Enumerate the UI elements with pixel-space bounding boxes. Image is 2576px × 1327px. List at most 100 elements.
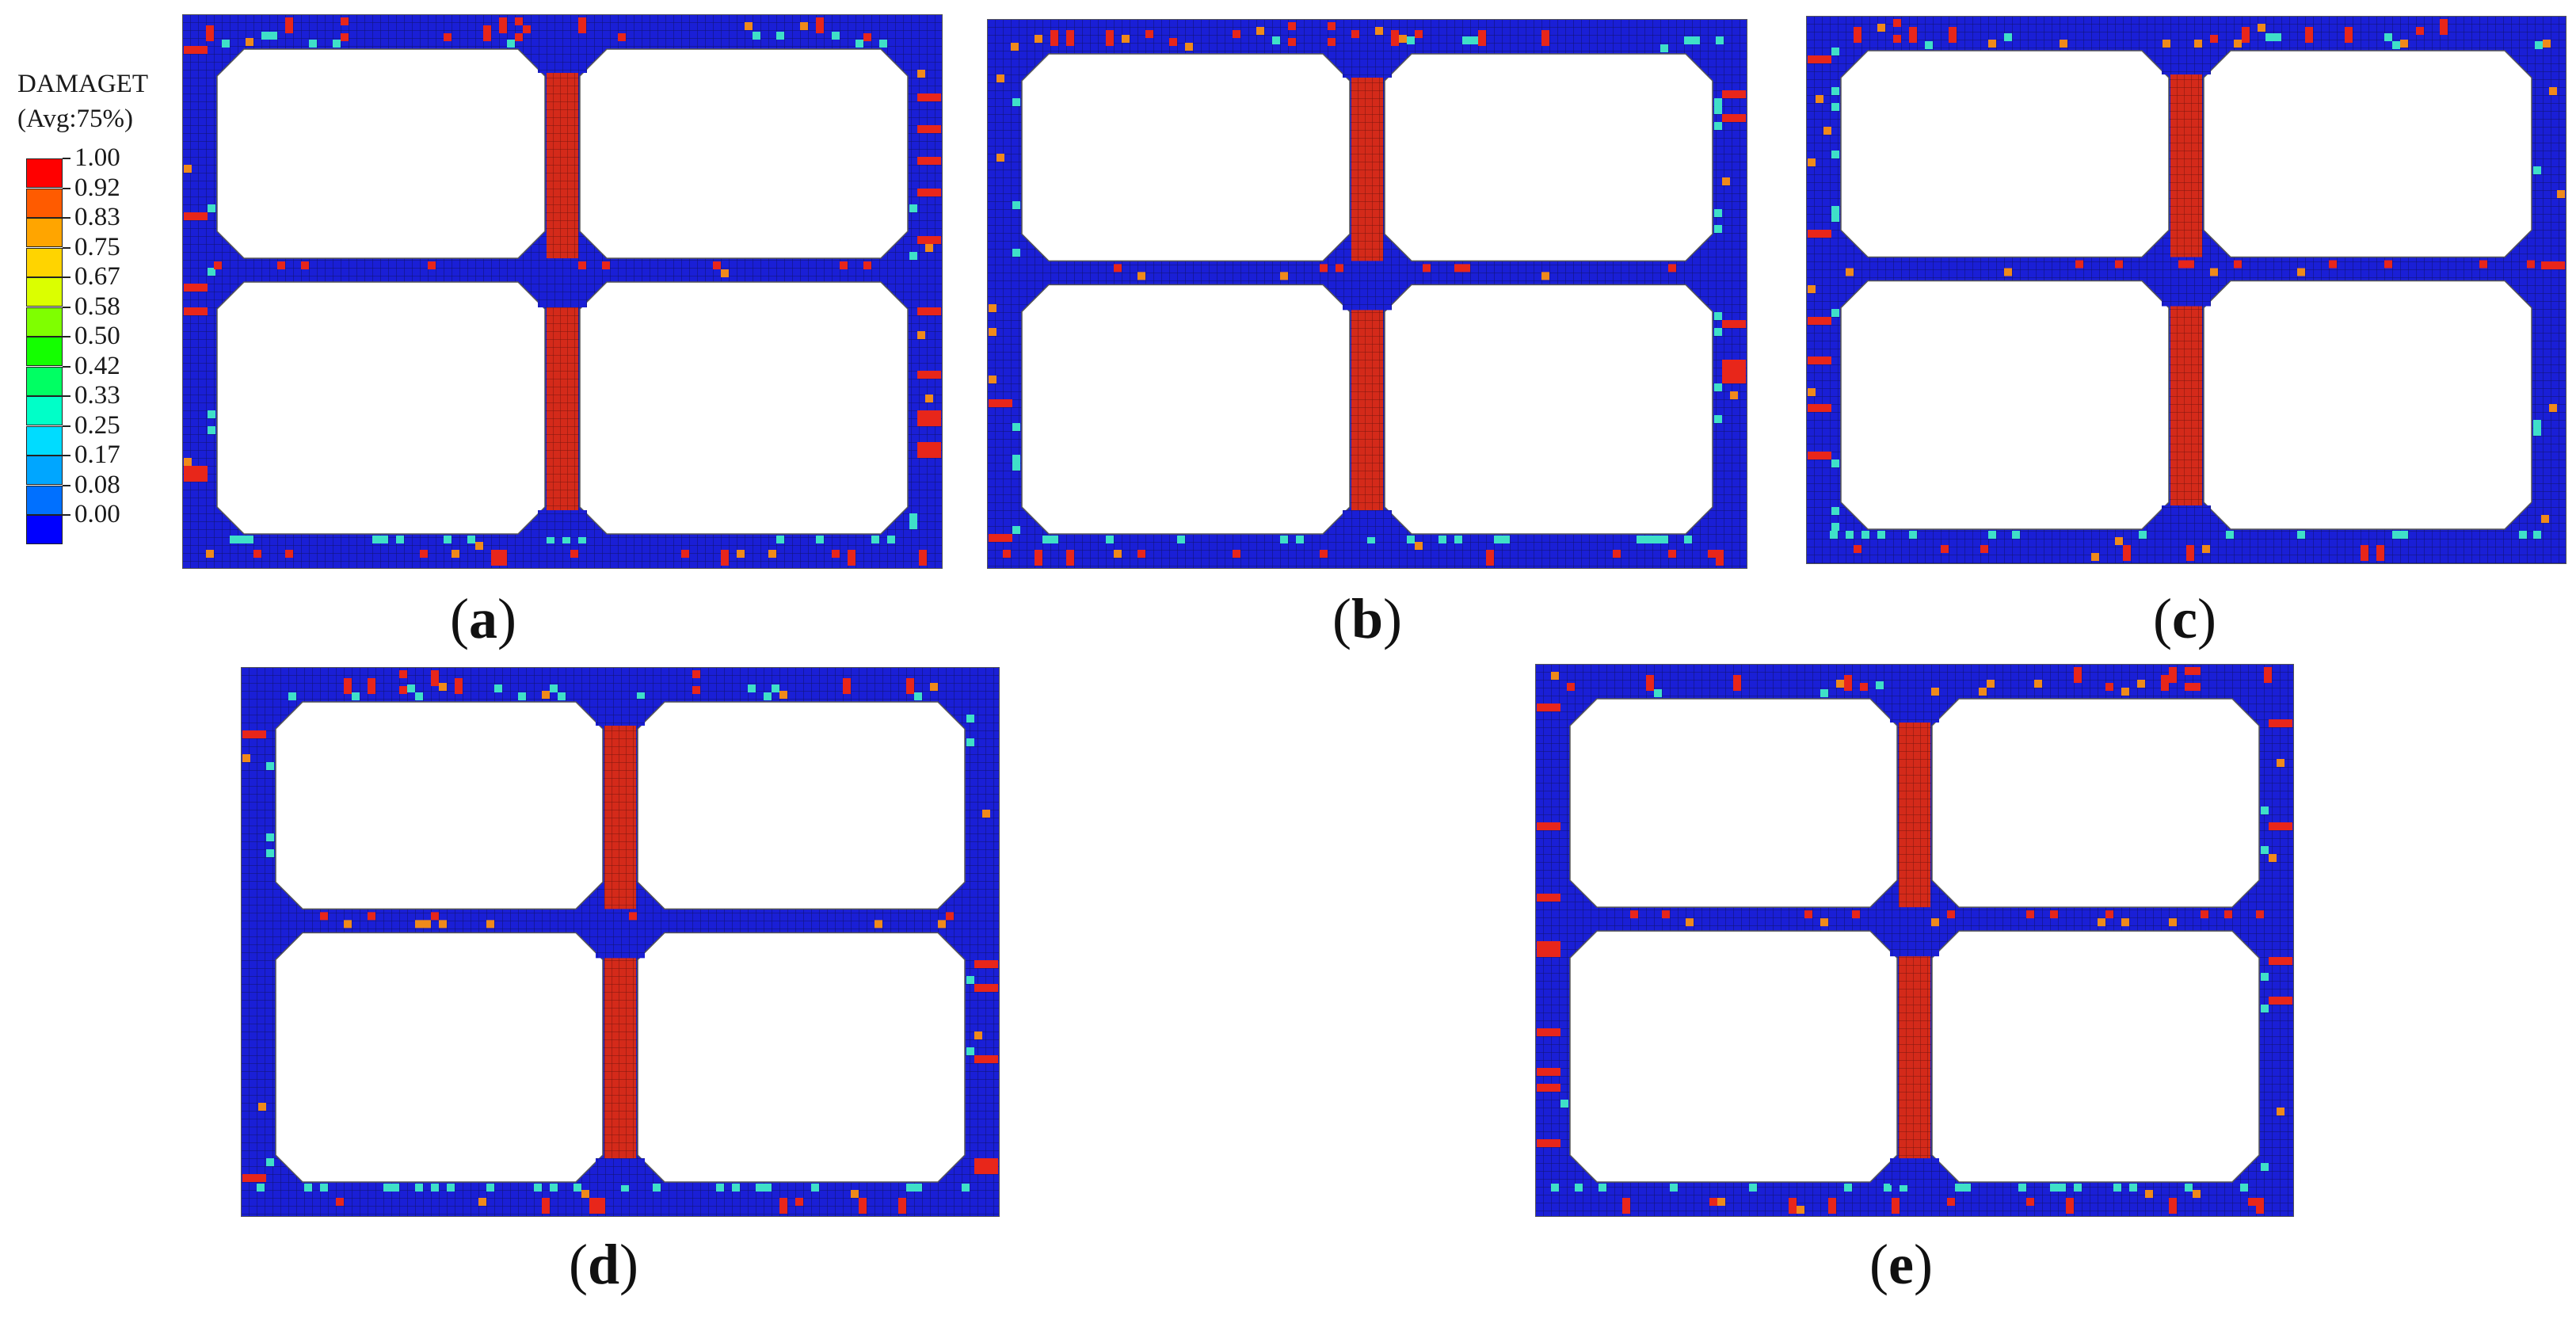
opening-2 [579, 48, 909, 259]
center-column-upper [1899, 723, 1930, 908]
caption-d: (d) [568, 1233, 638, 1296]
caption-b: (b) [1332, 587, 1402, 650]
frame-section-a [182, 14, 943, 569]
column-base [1343, 510, 1392, 537]
legend-swatch [26, 366, 63, 396]
opening-1 [1569, 698, 1898, 908]
center-column-lower [604, 958, 636, 1158]
legend-label: 0.92 [74, 173, 120, 202]
damage-cells [1537, 667, 2292, 1214]
center-column-lower [547, 307, 578, 510]
column-base [596, 1158, 645, 1185]
opening-4 [1384, 284, 1713, 535]
legend-tick [63, 246, 70, 249]
legend-label: 0.00 [74, 500, 120, 528]
legend-label: 0.83 [74, 203, 120, 231]
legend-label: 0.58 [74, 292, 120, 321]
damage-cells [1808, 19, 2565, 561]
legend-label: 0.33 [74, 381, 120, 410]
center-column-lower [1351, 310, 1383, 510]
opening-1 [1021, 53, 1351, 262]
opening-1 [216, 48, 546, 259]
legend-tick [63, 514, 70, 516]
legend-title: DAMAGET [17, 70, 148, 98]
frame-section-b [987, 19, 1747, 569]
frame-section-c [1806, 16, 2566, 564]
legend-subtitle: (Avg:75%) [17, 105, 134, 133]
column-capital-mid [1890, 929, 1939, 957]
legend-label: 0.67 [74, 262, 120, 291]
legend-swatch [26, 247, 63, 277]
panel-c [1806, 16, 2566, 564]
center-column-upper [1351, 78, 1383, 261]
legend-label: 1.00 [74, 143, 120, 172]
opening-2 [1931, 698, 2260, 908]
legend-tick [63, 365, 70, 368]
panel-d [241, 667, 1000, 1217]
column-capital-top [2162, 48, 2211, 74]
legend-swatch [26, 396, 63, 425]
opening-4 [1931, 930, 2260, 1183]
legend-tick [63, 336, 70, 337]
legend-swatch [26, 158, 63, 188]
column-capital-top [1890, 696, 1939, 723]
legend-swatch [26, 515, 63, 544]
panel-b [987, 19, 1747, 569]
legend-swatch [26, 337, 63, 366]
column-capital-top [1343, 51, 1392, 78]
damage-cells [242, 670, 998, 1214]
column-base [538, 510, 587, 537]
legend-swatch [26, 188, 63, 218]
legend-swatch [26, 425, 63, 456]
opening-3 [1569, 930, 1898, 1183]
caption-a: (a) [450, 587, 516, 650]
legend-tick [63, 306, 70, 308]
legend-swatch [26, 485, 63, 515]
center-column-lower [1899, 956, 1930, 1158]
legend-tick [63, 425, 70, 427]
legend-tick [63, 158, 70, 159]
legend-tick [63, 455, 70, 456]
damage-cells [184, 17, 941, 566]
column-base [1890, 1158, 1939, 1185]
column-capital-top [596, 699, 645, 726]
opening-3 [275, 932, 604, 1183]
legend-label: 0.17 [74, 440, 120, 469]
opening-2 [637, 701, 966, 910]
column-capital-mid [538, 280, 587, 307]
legend-label: 0.08 [74, 470, 120, 499]
legend-tick [63, 276, 70, 278]
legend-label: 0.25 [74, 410, 120, 440]
center-column-upper [2170, 74, 2202, 257]
caption-c: (c) [2153, 587, 2216, 650]
legend-label: 0.42 [74, 351, 120, 380]
frame-section-e [1535, 664, 2294, 1217]
damage-cells [989, 22, 1746, 566]
column-capital-top [538, 46, 587, 73]
center-column-upper [604, 726, 636, 909]
column-base [2162, 505, 2211, 532]
caption-e: (e) [1869, 1233, 1933, 1296]
frame-section-d [241, 667, 1000, 1217]
legend-swatch [26, 307, 63, 337]
legend-tick [63, 217, 70, 219]
legend-tick [63, 395, 70, 397]
legend-swatch [26, 456, 63, 485]
opening-2 [2203, 50, 2532, 258]
legend-swatch [26, 218, 63, 247]
legend-tick [63, 484, 70, 486]
legend-swatch [26, 277, 63, 307]
opening-3 [1021, 284, 1351, 535]
opening-1 [1840, 50, 2170, 258]
column-capital-mid [596, 931, 645, 959]
opening-4 [637, 932, 966, 1183]
opening-2 [1384, 53, 1713, 262]
opening-1 [275, 701, 604, 910]
legend-tick [63, 187, 70, 189]
center-column-upper [547, 73, 578, 258]
column-capital-mid [1343, 283, 1392, 311]
column-capital-mid [2162, 279, 2211, 307]
opening-4 [2203, 280, 2532, 530]
opening-4 [579, 281, 909, 535]
